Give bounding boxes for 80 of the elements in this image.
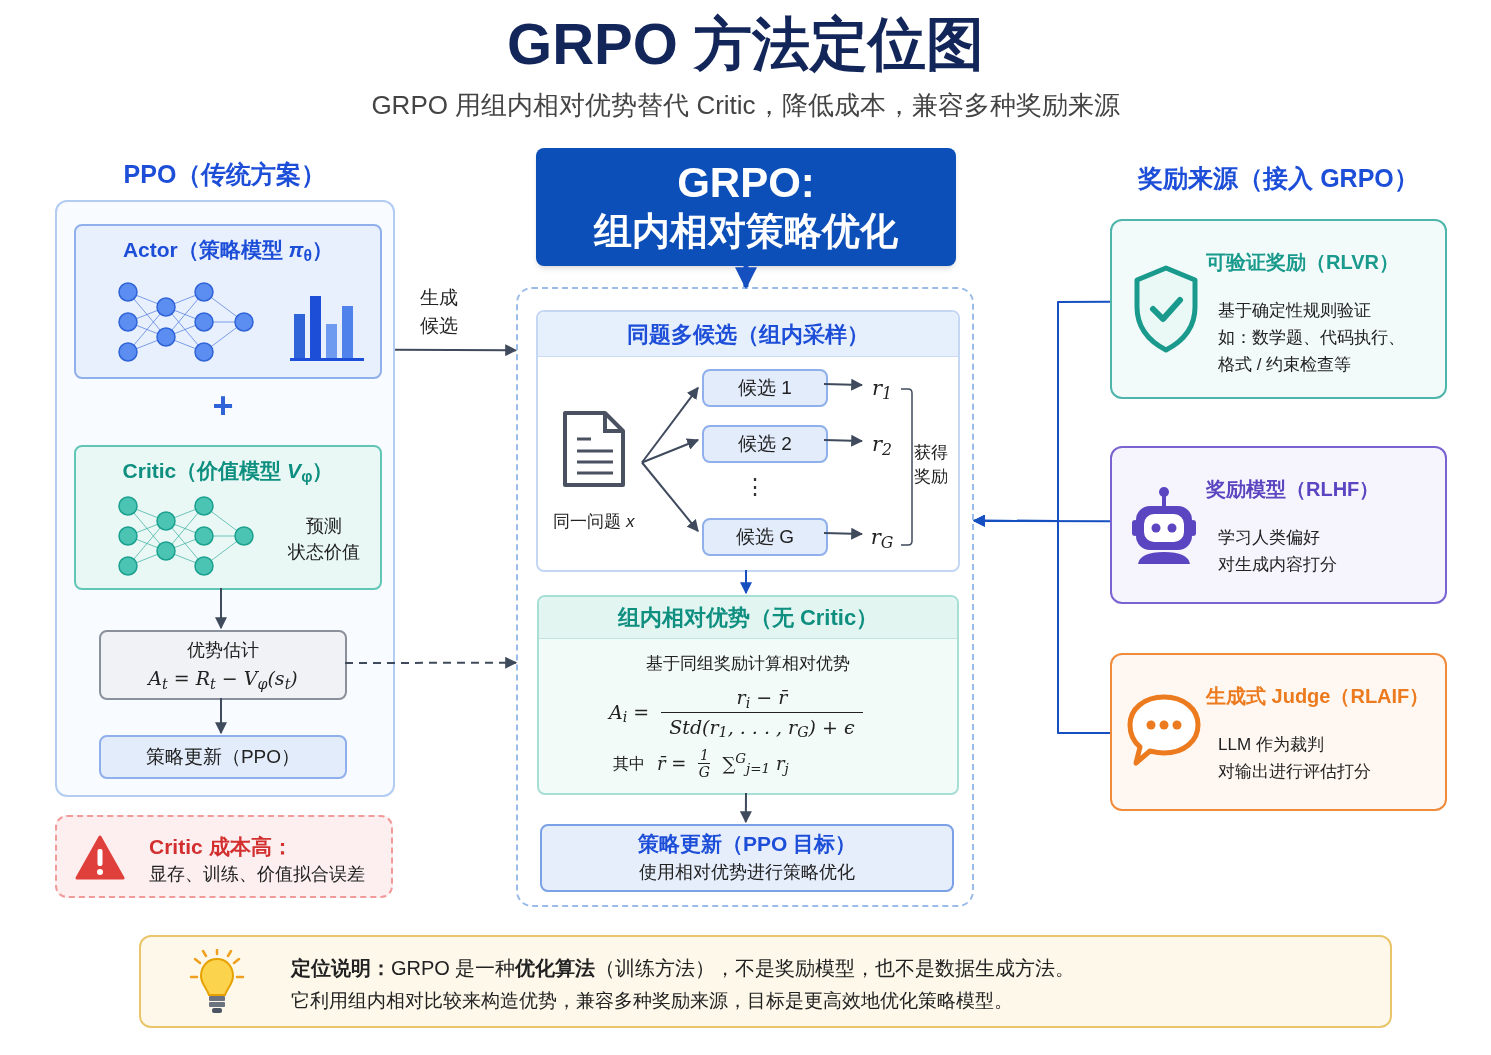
arrow [740,569,752,595]
card-text: 学习人类偏好 [1218,527,1321,549]
note-text: 定位说明：GRPO 是一种优化算法（训练方法），不是奖励模型，也不是数据生成方法。 [291,956,1076,981]
note-box [139,935,1392,1028]
card-title: 可验证奖励（RLVR） [1206,250,1399,275]
arrow [823,378,864,391]
reward-symbol: r$_{1}$ [871,375,893,405]
arrow [344,656,518,669]
question-label: 同一问题 x [553,510,635,533]
warning-box [55,815,393,898]
card-text: LLM 作为裁判 [1218,734,1325,756]
page-title: GRPO 方法定位图 [506,10,985,78]
candidate-box [702,369,828,407]
candidate-label: 候选 2 [738,431,792,456]
section-heading: PPO（传统方案） [122,159,328,190]
arrow [823,434,864,447]
card-text: 对生成内容打分 [1218,554,1338,576]
process-box [540,824,954,892]
process-box [99,630,347,700]
box-title: Critic（价值模型 V$_{φ}$） [121,458,335,487]
arrow [972,514,1111,734]
plus-sign: + [211,386,235,426]
panel-title: 同题多候选（组内采样） [627,320,869,349]
model-box [74,224,382,379]
candidate-label: 候选 1 [738,375,792,400]
panel-title: 组内相对优势（无 Critic） [617,604,879,632]
side-note: 获得奖励 [914,442,949,488]
card-title: 生成式 Judge（RLAIF） [1206,684,1430,709]
arrow [394,344,518,357]
reward-card [1110,653,1447,811]
formula: A$_{i}$ = [609,699,650,727]
title-banner [536,148,956,266]
model-box [74,445,382,590]
arrow [641,461,699,533]
dashed-container [516,287,974,907]
banner-subtitle: 组内相对策略优化 [594,209,898,254]
card-title: 奖励模型（RLHF） [1206,477,1380,502]
card-text: 对输出进行评估打分 [1218,761,1372,783]
arrow [739,792,752,824]
process-box [99,735,347,779]
panel [536,310,960,572]
arrow [735,266,757,290]
arrow [641,438,700,464]
reward-card [1110,446,1447,604]
warning-text: 显存、训练、价值拟合误差 [149,863,365,886]
arrow [641,386,699,464]
arrow [823,527,864,540]
box-title: 策略更新（PPO） [145,744,301,769]
candidate-box [702,518,828,556]
vertical-ellipsis: ⋮ [743,473,767,501]
box-title: 策略更新（PPO 目标） [637,831,857,857]
candidate-label: 候选 G [735,524,795,549]
note-text: 它利用组内相对比较来构造优势，兼容多种奖励来源，目标是更高效地优化策略模型。 [291,989,1013,1013]
reward-symbol: r$_{2}$ [871,431,893,461]
box-text: 状态价值 [288,541,360,564]
arrow [215,587,227,630]
formula: ∑$^{G}$$_{j=1}$ r$_{j}$ [722,750,789,777]
banner-title: GRPO: [677,159,815,207]
panel [537,595,959,795]
formula: r$_{i}$ − r̄ [735,685,789,712]
box-title: 优势估计 [187,639,259,663]
card-text: 基于确定性规则验证 [1218,300,1372,322]
arrow [215,697,227,735]
formula: G [698,764,710,780]
panel-text: 基于同组奖励计算相对优势 [645,653,851,675]
subtitle: GRPO 用组内相对优势替代 Critic，降低成本，兼容多种奖励来源 [370,89,1121,122]
formula: r̄ = [657,752,687,776]
reward-card [1110,219,1447,399]
box-text: 使用相对优势进行策略优化 [639,861,855,884]
panel-text: 其中 [613,753,645,774]
reward-symbol: r$_{G}$ [870,524,894,554]
warning-title: Critic 成本高： [149,834,293,860]
box-title: Actor（策略模型 π$_{θ}$） [121,237,335,266]
card-text: 如：数学题、代码执行、格式 / 约束检查等 [1218,327,1406,376]
formula: 1 [699,747,709,763]
candidate-box [702,425,828,463]
formula: Std(r$_{1}$, . . . , r$_{G}$) + ϵ [668,714,856,741]
box-text: 预测 [306,515,342,538]
formula: A$_{t}$ = R$_{t}$ − V$_{φ}$(s$_{t}$) [148,666,298,693]
section-heading: 奖励来源（接入 GRPO） [1136,163,1420,194]
